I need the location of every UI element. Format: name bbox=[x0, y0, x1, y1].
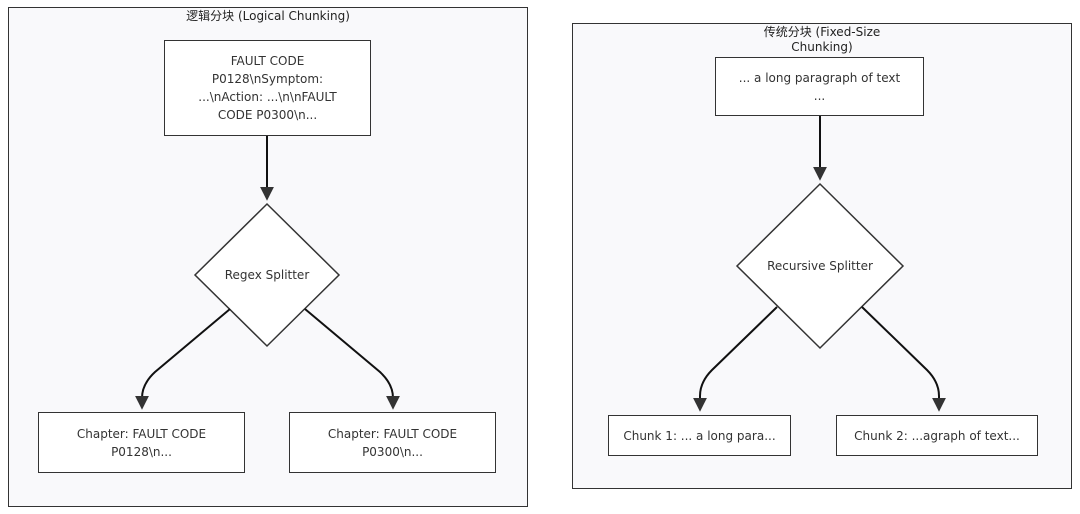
fault-code-source-node: FAULT CODE P0128\nSymptom: ...\nAction: … bbox=[164, 40, 371, 136]
recursive-splitter-diamond bbox=[735, 182, 905, 350]
regex-splitter-diamond bbox=[193, 202, 341, 348]
chunk-2-node: Chunk 2: ...agraph of text... bbox=[836, 415, 1038, 456]
chunk-1-node: Chunk 1: ... a long para... bbox=[608, 415, 791, 456]
recursive-splitter-label: Recursive Splitter bbox=[767, 259, 873, 273]
chapter-p0128-node: Chapter: FAULT CODE P0128\n... bbox=[38, 412, 245, 473]
regex-splitter-label: Regex Splitter bbox=[224, 268, 310, 282]
chapter-p0300-node: Chapter: FAULT CODE P0300\n... bbox=[289, 412, 496, 473]
edge-recursive-splitter-to-chunk-2 bbox=[861, 306, 946, 412]
logical-chunking-title: 逻辑分块 (Logical Chunking) bbox=[186, 9, 350, 23]
fixed-size-chunking-title: 传统分块 (Fixed-Size Chunking) bbox=[763, 25, 881, 54]
edge-recursive-splitter-to-chunk-1 bbox=[693, 306, 778, 412]
long-paragraph-node: ... a long paragraph of text ... bbox=[715, 57, 924, 116]
edge-regex-splitter-to-chapter-a bbox=[135, 308, 231, 410]
edge-regex-splitter-to-chapter-b bbox=[304, 308, 400, 410]
